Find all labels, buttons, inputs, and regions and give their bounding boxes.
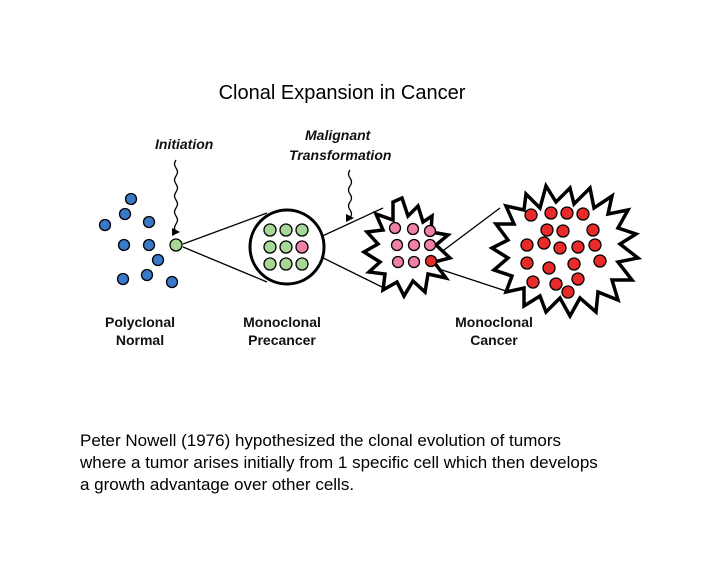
transformation-label-text: Transformation [289, 147, 391, 163]
early-tumor-cluster [360, 195, 454, 300]
diagram-title: Clonal Expansion in Cancer [218, 82, 466, 104]
expansion-lines [182, 207, 507, 292]
caption-line-3: a growth advantage over other cells. [80, 475, 355, 494]
malignant-label: Malignant [305, 127, 372, 143]
polyclonal-normal-cells [98, 192, 179, 289]
initiated-cell [169, 238, 183, 252]
stage-label-normal: Normal [116, 332, 164, 348]
caption: Peter Nowell (1976) hypothesized the clo… [80, 430, 680, 496]
stage-label-monoclonal-1: Monoclonal [243, 314, 321, 330]
cancer-cluster [488, 181, 643, 320]
initiation-label: Initiation [155, 136, 213, 152]
stage-label-cancer: Cancer [470, 332, 518, 348]
caption-line-2: where a tumor arises initially from 1 sp… [80, 453, 598, 472]
malignant-arrow [347, 169, 356, 222]
precancer-cluster [248, 208, 326, 286]
caption-line-1: Peter Nowell (1976) hypothesized the clo… [80, 431, 561, 450]
stage-label-monoclonal-2: Monoclonal [455, 314, 533, 330]
initiation-arrow [170, 159, 179, 236]
stage-label-precancer: Precancer [248, 332, 316, 348]
stage-label-polyclonal: Polyclonal [105, 314, 175, 330]
